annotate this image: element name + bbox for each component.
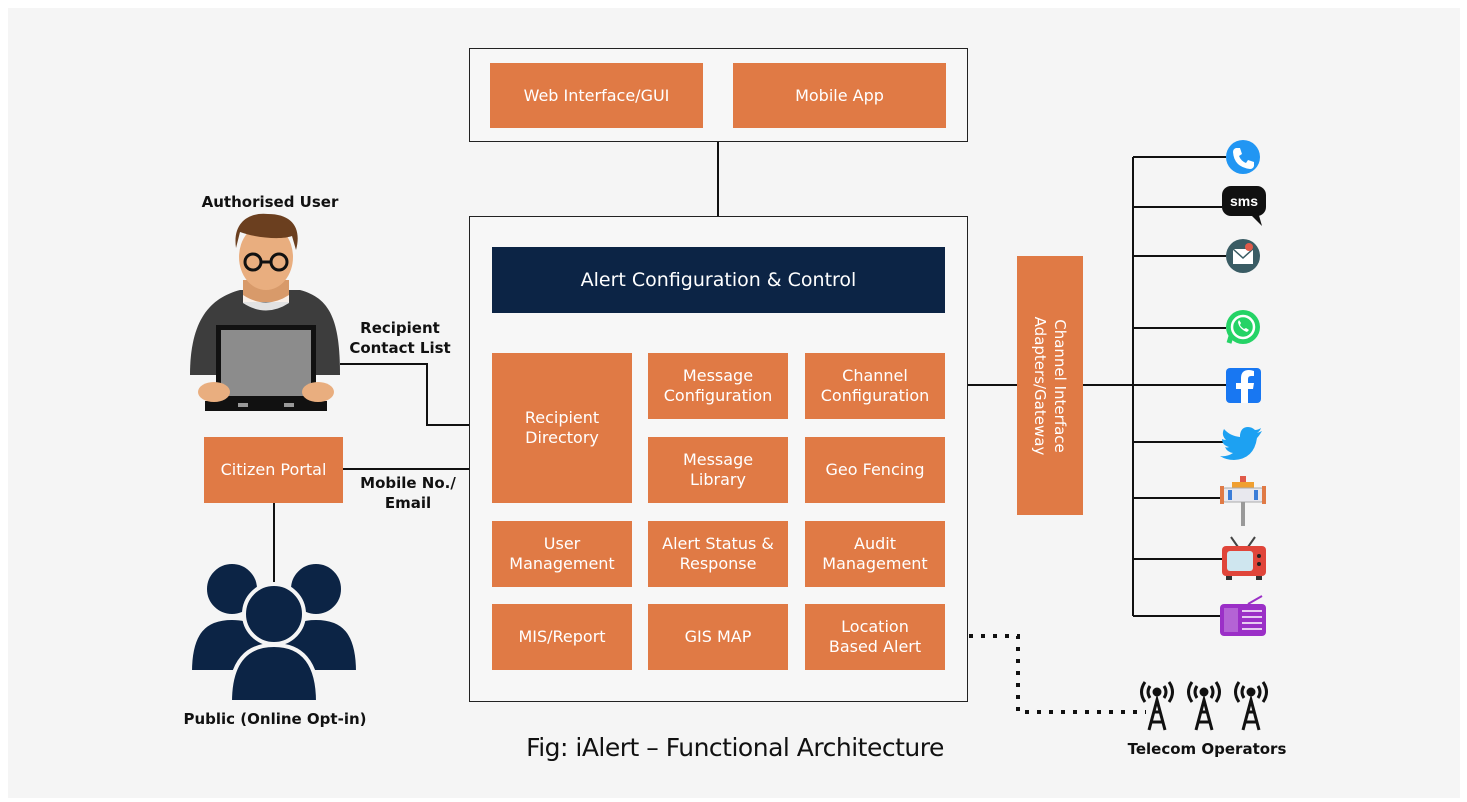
public-group-icon	[187, 560, 361, 704]
geo-fencing-box: Geo Fencing	[805, 437, 945, 503]
figure-caption: Fig: iAlert – Functional Architecture	[526, 733, 944, 762]
connector-contact-list	[340, 363, 492, 426]
sms-icon: sms	[1222, 186, 1266, 226]
user-management-box: User Management	[492, 521, 632, 587]
message-library-box: Message Library	[648, 437, 788, 503]
alert-status-response-box: Alert Status & Response	[648, 521, 788, 587]
gis-map-box: GIS MAP	[648, 604, 788, 670]
tower-icon	[1234, 681, 1268, 731]
facebook-icon	[1226, 368, 1261, 403]
channel-gateway-box: Channel Interface Adapters/Gateway	[1017, 256, 1083, 515]
location-based-alert-box: Location Based Alert	[805, 604, 945, 670]
tower-icon	[1140, 681, 1174, 731]
authorised-user-label: Authorised User	[201, 193, 339, 211]
email-icon	[1226, 239, 1260, 273]
radio-icon	[1220, 595, 1266, 636]
whatsapp-icon	[1226, 310, 1260, 344]
connector-location-telecom	[945, 634, 1146, 714]
phone-icon	[1226, 140, 1260, 174]
twitter-icon	[1220, 427, 1262, 460]
channel-gateway-label: Channel Interface Adapters/Gateway	[1031, 316, 1069, 455]
recipient-directory-box: Recipient Directory	[492, 353, 632, 503]
telecom-operators-label: Telecom Operators	[1127, 740, 1287, 758]
web-interface-box: Web Interface/GUI	[490, 63, 703, 128]
telecom-towers-icon	[1140, 681, 1268, 731]
authorised-user-icon	[190, 213, 340, 411]
sms-icon-text: sms	[1230, 193, 1258, 209]
tower-icon	[1187, 681, 1221, 731]
citizen-portal-box: Citizen Portal	[204, 437, 343, 503]
audit-management-box: Audit Management	[805, 521, 945, 587]
message-configuration-box: Message Configuration	[648, 353, 788, 419]
public-label: Public (Online Opt-in)	[183, 710, 367, 728]
alert-configuration-header: Alert Configuration & Control	[492, 247, 945, 313]
mobile-email-label: Mobile No./ Email	[360, 474, 456, 512]
tv-icon	[1222, 536, 1266, 580]
siren-icon	[1220, 476, 1266, 526]
channel-configuration-box: Channel Configuration	[805, 353, 945, 419]
recipient-contact-list-label: Recipient Contact List	[349, 319, 451, 357]
mis-report-box: MIS/Report	[492, 604, 632, 670]
mobile-app-box: Mobile App	[733, 63, 946, 128]
